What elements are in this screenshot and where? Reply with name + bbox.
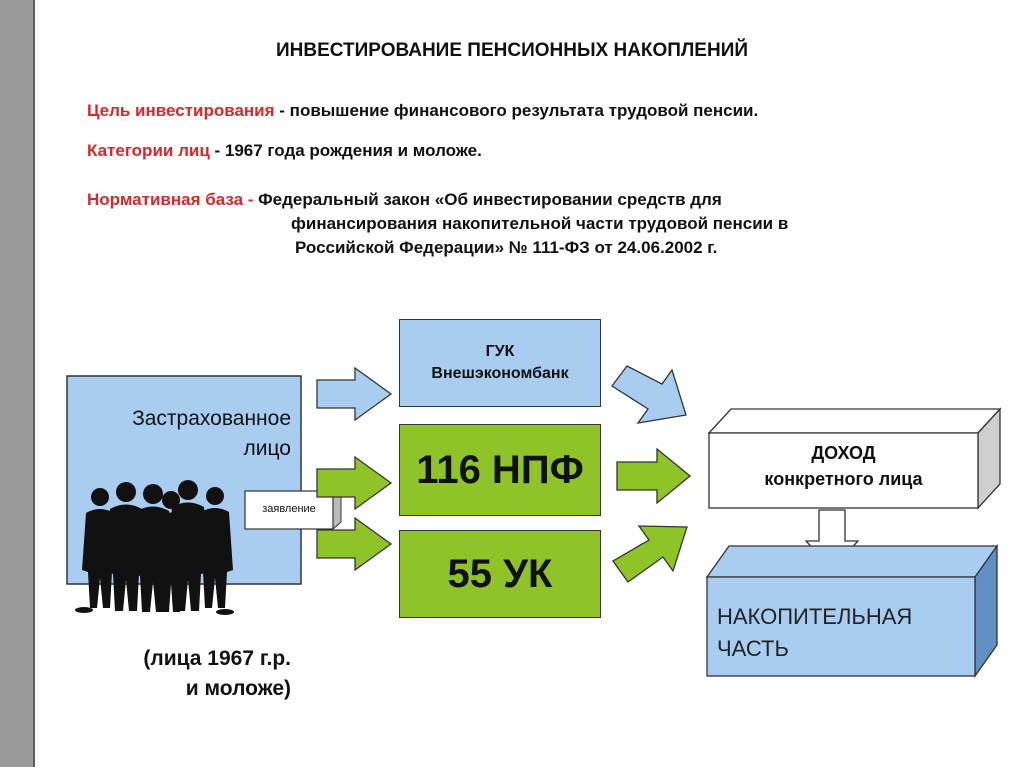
insured-line-1: Застрахованное [132,407,291,430]
arrow-npf-to-income [616,447,692,505]
income-line-2: конкретного лица [764,469,923,489]
savings-label: НАКОПИТЕЛЬНАЯ ЧАСТЬ [717,601,912,665]
arrow-to-guk [316,366,393,422]
goal-label: Цель инвестирования [87,101,275,120]
legal-line-2: финансирования накопительной части трудо… [291,214,789,233]
income-box [708,432,979,509]
arrow-uk-to-income [612,525,688,583]
npf-box: 116 НПФ [399,424,601,516]
arrow-to-npf [316,455,393,511]
left-side-bar [0,0,35,767]
arrow-guk-to-income [611,365,687,424]
savings-line-1: НАКОПИТЕЛЬНАЯ [717,604,913,629]
legal-line-1: Федеральный закон «Об инвестировании сре… [253,190,722,209]
income-label: ДОХОД конкретного лица [709,440,978,492]
categories-row: Категории лиц - 1967 года рождения и мол… [87,141,482,161]
insured-line-2: лицо [243,437,291,460]
npf-label: 116 НПФ [416,447,584,492]
insured-caption-line-2: и моложе) [185,677,291,700]
income-line-1: ДОХОД [811,443,876,463]
categories-text: - 1967 года рождения и моложе. [209,141,482,160]
guk-box: ГУК Внешэкономбанк [399,319,601,407]
people-group-icon [75,480,234,615]
page-title: ИНВЕСТИРОВАНИЕ ПЕНСИОННЫХ НАКОПЛЕНИЙ [275,40,749,61]
insured-caption-line-1: (лица 1967 г.р. [143,647,291,670]
application-note-text: заявление [262,503,316,515]
uk-box: 55 УК [399,530,601,618]
guk-line-2: Внешэкономбанк [431,365,569,382]
legal-row: Нормативная база - Федеральный закон «Об… [87,190,722,210]
insured-person-label: Застрахованное лицо [67,404,291,464]
goal-text: - повышение финансового результата трудо… [274,101,759,120]
categories-label: Категории лиц [87,141,210,160]
uk-label: 55 УК [447,551,553,596]
legal-label: Нормативная база - [87,190,254,209]
guk-line-1: ГУК [485,343,515,360]
insured-caption: (лица 1967 г.р. и моложе) [67,644,291,704]
savings-box [706,576,976,677]
arrow-to-uk [316,516,393,572]
legal-line-3: Российской Федерации» № 111-ФЗ от 24.06.… [295,238,718,257]
goal-row: Цель инвестирования - повышение финансов… [87,101,758,121]
savings-line-2: ЧАСТЬ [717,636,789,661]
